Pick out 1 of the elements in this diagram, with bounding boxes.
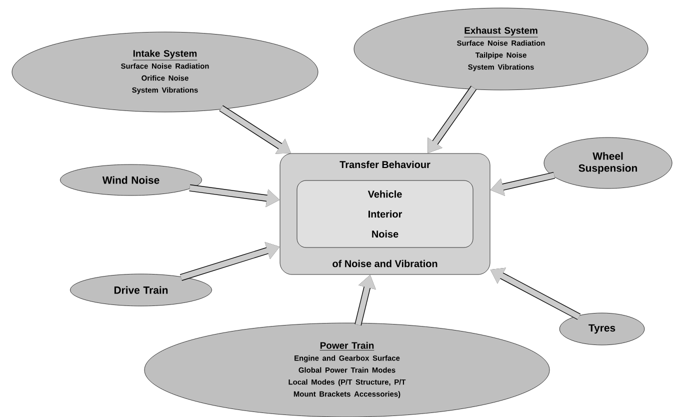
interior-box: Vehicle Interior Noise xyxy=(296,180,474,248)
